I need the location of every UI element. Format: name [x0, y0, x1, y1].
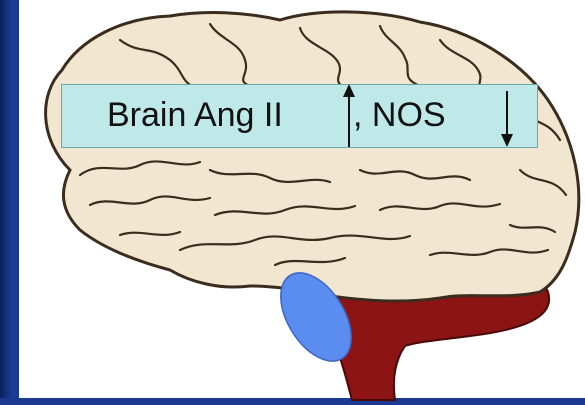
brain-cerebrum: [46, 12, 579, 301]
label-brain-ang-ii: Brain Ang II: [107, 95, 283, 135]
label-nos: , NOS: [353, 95, 446, 135]
